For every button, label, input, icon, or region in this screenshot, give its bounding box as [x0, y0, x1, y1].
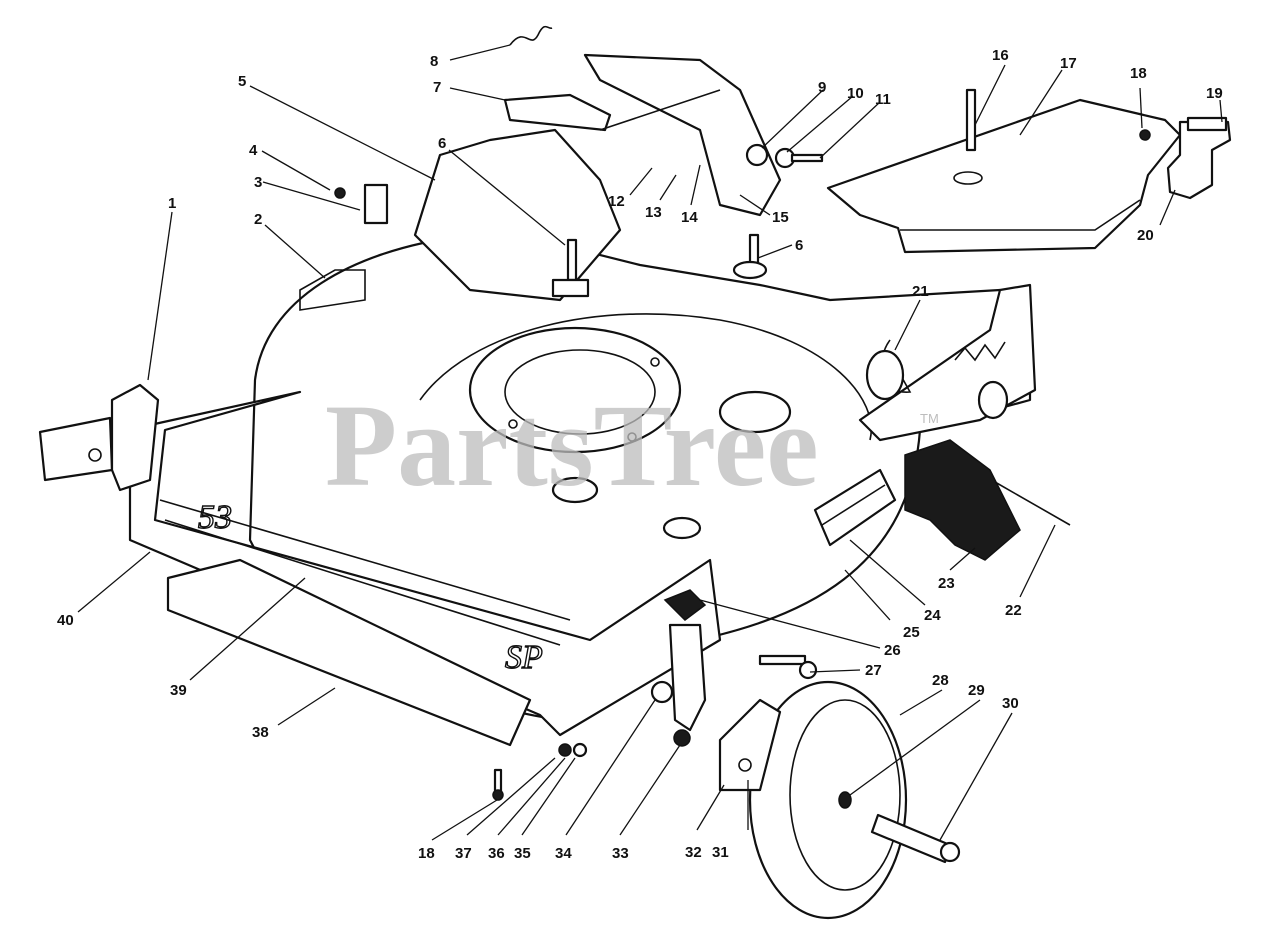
callout-10: 10 — [847, 85, 864, 102]
callout-34: 34 — [555, 845, 572, 862]
callout-15: 15 — [772, 209, 789, 226]
mower-deck — [248, 233, 1032, 722]
callout-32: 32 — [685, 844, 702, 861]
callout-37: 37 — [455, 845, 472, 862]
callout-29: 29 — [968, 682, 985, 699]
callout-39: 39 — [170, 682, 187, 699]
callout-23: 23 — [938, 575, 955, 592]
warning-decal — [813, 468, 897, 547]
watermark-text: PartsTree — [325, 380, 819, 511]
callout-2: 2 — [254, 211, 262, 228]
leader-lines — [77, 44, 1223, 841]
callout-20: 20 — [1137, 227, 1154, 244]
callout-22: 22 — [1005, 602, 1022, 619]
deck-size-mark: 53 — [198, 499, 232, 536]
height-lever — [663, 589, 707, 747]
torsion-spring — [509, 25, 553, 46]
callout-3: 3 — [254, 174, 262, 191]
callout-11: 11 — [875, 91, 891, 108]
deck-model-mark: SP — [505, 639, 543, 676]
callout-17: 17 — [1060, 55, 1077, 72]
callout-16: 16 — [992, 47, 1009, 64]
callout-4: 4 — [249, 142, 258, 159]
callout-1: 1 — [168, 195, 176, 212]
callout-labels: 1 2 3 4 5 6 6 7 8 9 10 11 12 13 14 15 16… — [57, 47, 1223, 862]
hardware — [334, 88, 1151, 401]
callout-6-right: 6 — [795, 237, 803, 254]
callout-19: 19 — [1206, 85, 1223, 102]
callout-9: 9 — [818, 79, 826, 96]
callout-12: 12 — [608, 193, 625, 210]
hinge-bracket — [1166, 116, 1232, 200]
left-height-bracket — [38, 383, 160, 492]
callout-8: 8 — [430, 53, 438, 70]
callout-36: 36 — [488, 845, 505, 862]
bag-support-plate — [826, 98, 1182, 254]
axle-bracket — [718, 698, 782, 792]
callout-30: 30 — [1002, 695, 1019, 712]
rear-height-bracket — [858, 283, 1037, 442]
callout-21: 21 — [912, 283, 929, 300]
callout-26: 26 — [884, 642, 901, 659]
callout-28: 28 — [932, 672, 949, 689]
callout-27: 27 — [865, 662, 882, 679]
front-wheel — [748, 680, 961, 920]
callout-18-top: 18 — [1130, 65, 1147, 82]
callout-33: 33 — [612, 845, 629, 862]
callout-7: 7 — [433, 79, 441, 96]
callout-18-bottom: 18 — [418, 845, 435, 862]
rear-flap — [904, 439, 1071, 561]
callout-6: 6 — [438, 135, 446, 152]
callout-5: 5 — [238, 73, 246, 90]
callout-35: 35 — [514, 845, 531, 862]
callout-24: 24 — [924, 607, 941, 624]
callout-13: 13 — [645, 204, 662, 221]
callout-14: 14 — [681, 209, 698, 226]
callout-31: 31 — [712, 844, 729, 861]
callout-40: 40 — [57, 612, 74, 629]
watermark-trademark: TM — [920, 411, 939, 426]
deck-fasteners — [492, 654, 818, 801]
callout-25: 25 — [903, 624, 920, 641]
front-baffle — [166, 558, 532, 747]
callout-38: 38 — [252, 724, 269, 741]
